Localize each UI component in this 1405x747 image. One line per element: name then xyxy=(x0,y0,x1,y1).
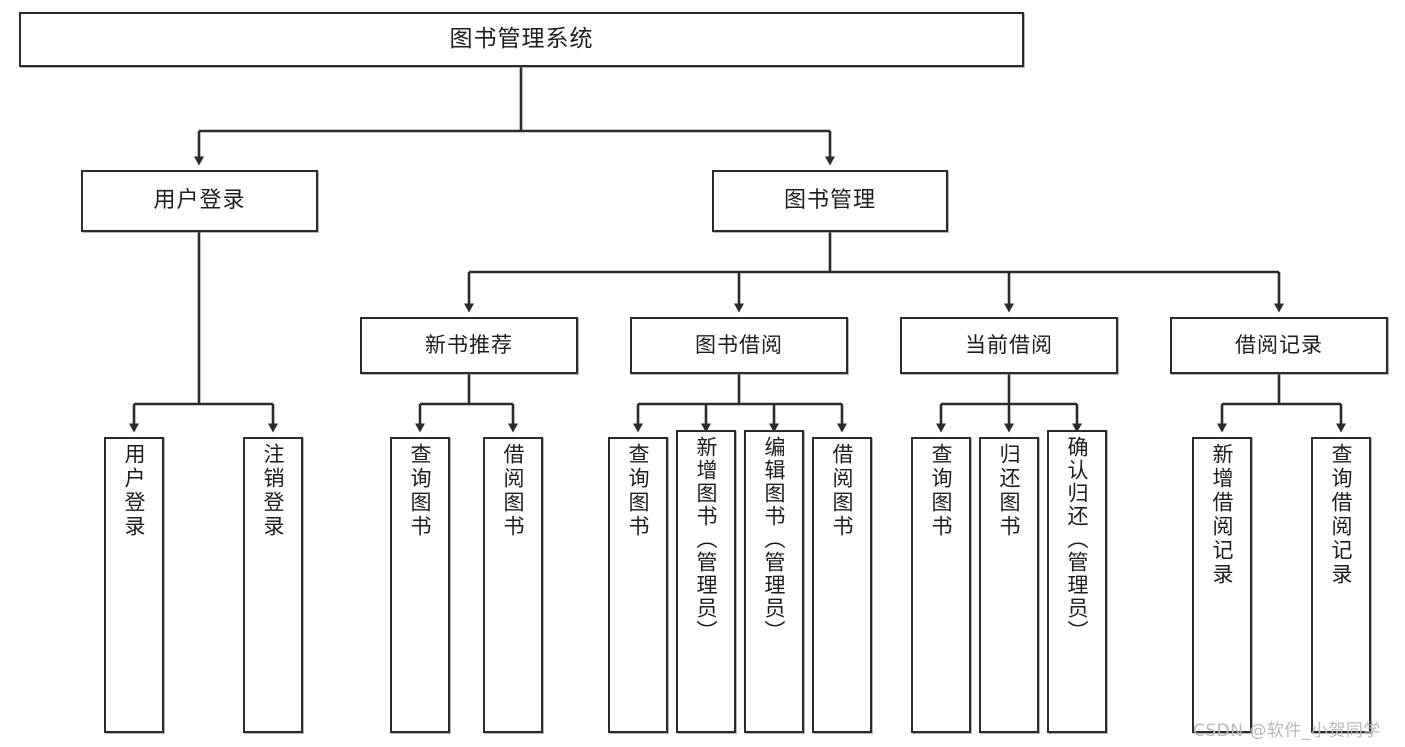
node-label: 当前借阅 xyxy=(965,333,1053,358)
node-label: 编辑图书（管理员） xyxy=(762,436,787,643)
leaf-borrow-edit-book-admin[interactable]: 编辑图书（管理员） xyxy=(744,430,804,733)
node-label: 新增借阅记录 xyxy=(1210,443,1235,587)
leaf-user-login-logout[interactable]: 注销登录 xyxy=(243,437,303,733)
node-label: 查询图书 xyxy=(929,443,954,539)
leaf-new-book-borrow[interactable]: 借阅图书 xyxy=(483,437,543,733)
leaf-borrow-add-book-admin[interactable]: 新增图书（管理员） xyxy=(676,430,736,733)
leaf-user-login-login[interactable]: 用户登录 xyxy=(104,437,164,733)
node-label: 用户登录 xyxy=(122,443,147,539)
node-user-login[interactable]: 用户登录 xyxy=(81,170,318,232)
node-label: 注销登录 xyxy=(261,443,286,539)
node-label: 新书推荐 xyxy=(425,333,513,358)
leaf-borrow-borrow-book[interactable]: 借阅图书 xyxy=(812,437,872,733)
leaf-current-return-book[interactable]: 归还图书 xyxy=(979,437,1039,733)
node-new-book-recommend[interactable]: 新书推荐 xyxy=(360,317,578,374)
leaf-new-book-query[interactable]: 查询图书 xyxy=(390,437,450,733)
node-label: 图书管理 xyxy=(783,188,876,214)
node-label: 查询借阅记录 xyxy=(1329,443,1354,587)
leaf-borrow-query-book[interactable]: 查询图书 xyxy=(608,437,668,733)
node-label: 用户登录 xyxy=(153,188,246,214)
node-borrow-record[interactable]: 借阅记录 xyxy=(1170,317,1388,374)
leaf-record-add-record[interactable]: 新增借阅记录 xyxy=(1192,437,1252,733)
node-label: 新增图书（管理员） xyxy=(694,436,719,643)
leaf-current-query-book[interactable]: 查询图书 xyxy=(911,437,971,733)
node-label: 借阅记录 xyxy=(1235,333,1323,358)
node-label: 图书管理系统 xyxy=(449,26,594,53)
node-label: 图书借阅 xyxy=(695,333,783,358)
node-label: 借阅图书 xyxy=(501,443,526,539)
node-label: 借阅图书 xyxy=(830,443,855,539)
node-label: 确认归还（管理员） xyxy=(1065,436,1090,643)
node-label: 归还图书 xyxy=(997,443,1022,539)
node-current-borrow[interactable]: 当前借阅 xyxy=(900,317,1118,374)
node-book-borrow[interactable]: 图书借阅 xyxy=(630,317,848,374)
node-book-management[interactable]: 图书管理 xyxy=(712,170,948,232)
node-label: 查询图书 xyxy=(408,443,433,539)
leaf-current-confirm-return-admin[interactable]: 确认归还（管理员） xyxy=(1047,430,1107,733)
csdn-watermark: CSDN @软件_小贺同学 xyxy=(1193,721,1381,741)
node-label: 查询图书 xyxy=(626,443,651,539)
node-root-system[interactable]: 图书管理系统 xyxy=(19,12,1024,67)
leaf-record-query-record[interactable]: 查询借阅记录 xyxy=(1311,437,1371,733)
